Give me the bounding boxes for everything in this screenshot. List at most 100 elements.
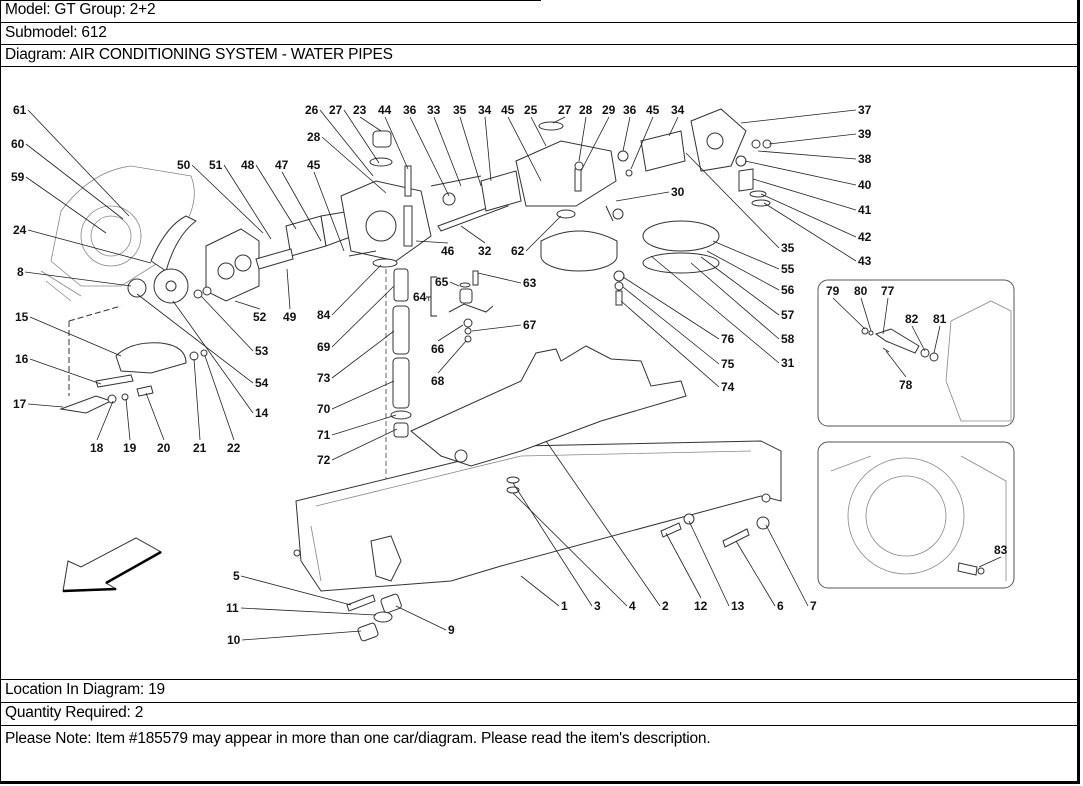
- leader-line-12: [665, 532, 702, 599]
- leader-line-35: [459, 116, 482, 187]
- callout-label-14: 14: [255, 406, 269, 420]
- callout-label-51: 51: [209, 158, 223, 172]
- leader-line-40: [744, 160, 857, 186]
- leader-line-52: [234, 300, 261, 310]
- callout-label-83: 83: [994, 543, 1008, 557]
- pickup-assembly: [59, 305, 208, 414]
- leader-line-74: [620, 300, 720, 388]
- leader-line-78: [885, 350, 907, 378]
- callout-label-64: 64: [413, 290, 427, 304]
- leader-line-16: [29, 358, 102, 385]
- note-row: Please Note: Item #185579 may appear in …: [1, 725, 1077, 784]
- leader-line-34: [668, 116, 679, 137]
- submodel-row: Submodel: 612: [1, 22, 1077, 44]
- leader-line-6: [735, 540, 776, 607]
- callout-label-34: 34: [671, 103, 685, 117]
- callout-label-60: 60: [11, 137, 25, 151]
- parts-diagram-drawing: 6160592481516171819202122145453524950514…: [11, 103, 1015, 647]
- leader-line-17: [27, 403, 64, 408]
- leader-line-48: [255, 164, 297, 230]
- callout-label-30: 30: [671, 185, 685, 199]
- callout-label-82: 82: [905, 312, 919, 326]
- callout-label-65: 65: [435, 275, 449, 289]
- leader-line-19: [125, 398, 131, 441]
- callout-label-20: 20: [157, 441, 171, 455]
- callout-label-63: 63: [523, 276, 537, 290]
- callout-label-36: 36: [623, 103, 637, 117]
- leader-line-51: [223, 164, 272, 240]
- leader-line-27: [343, 109, 380, 164]
- leader-line-8: [24, 271, 132, 287]
- note-text: Please Note: Item #185579 may appear in …: [5, 730, 711, 747]
- leader-line-83: [978, 556, 1002, 568]
- leader-line-25: [530, 116, 547, 147]
- leader-line-18: [96, 400, 114, 441]
- callout-label-43: 43: [858, 254, 872, 268]
- leader-line-31: [650, 255, 780, 364]
- callout-label-38: 38: [858, 152, 872, 166]
- callout-label-59: 59: [11, 170, 25, 184]
- callout-label-13: 13: [731, 599, 745, 613]
- callout-label-54: 54: [255, 376, 269, 390]
- leader-line-13: [688, 520, 730, 607]
- callout-label-81: 81: [933, 312, 947, 326]
- model-row: Model: GT Group: 2+2: [1, 0, 1077, 22]
- callout-label-61: 61: [13, 103, 27, 117]
- inset-detail-upper: [817, 279, 1015, 427]
- leader-line-33: [433, 116, 462, 187]
- oil-pan: [293, 345, 782, 592]
- leader-line-45: [313, 171, 345, 252]
- leader-line-47: [281, 171, 322, 242]
- leader-line-76: [622, 276, 720, 340]
- top-border: [1, 0, 541, 1]
- leader-line-38: [757, 150, 857, 160]
- callout-label-49: 49: [283, 310, 297, 324]
- callout-label-5: 5: [233, 569, 240, 583]
- leader-line-42: [760, 193, 857, 238]
- leader-line-82: [911, 325, 926, 352]
- drain-plug-parts: [346, 593, 402, 642]
- leader-line-80: [860, 297, 872, 332]
- leader-line-57: [700, 256, 780, 316]
- callout-label-28: 28: [307, 130, 321, 144]
- callout-label-45: 45: [501, 103, 515, 117]
- callout-label-62: 62: [511, 244, 525, 258]
- leader-line-67: [471, 324, 522, 332]
- leader-line-63: [477, 272, 522, 284]
- leader-line-1: [520, 575, 560, 607]
- callout-label-9: 9: [448, 623, 455, 637]
- leader-line-50: [191, 164, 264, 234]
- leader-line-58: [690, 262, 780, 340]
- leader-line-34: [484, 116, 492, 182]
- leader-line-45: [630, 116, 654, 170]
- leader-line-7: [765, 524, 809, 607]
- leader-line-69: [331, 285, 395, 348]
- leader-line-64: [427, 296, 430, 302]
- pump-gear-left: [255, 210, 354, 270]
- leader-line-20: [145, 392, 165, 441]
- leader-line-61: [27, 109, 130, 217]
- callout-label-19: 19: [123, 441, 137, 455]
- callout-label-27: 27: [329, 103, 343, 117]
- callout-label-39: 39: [858, 127, 872, 141]
- callout-label-16: 16: [15, 352, 29, 366]
- callout-label-25: 25: [524, 103, 538, 117]
- diagram-title-row: Diagram: AIR CONDITIONING SYSTEM - WATER…: [1, 44, 1077, 66]
- arrow-down-left-icon: [62, 537, 163, 593]
- callout-label-77: 77: [881, 284, 895, 298]
- callout-label-27: 27: [558, 103, 572, 117]
- location-text: Location In Diagram: 19: [5, 681, 165, 698]
- leader-line-24: [27, 229, 152, 264]
- callout-label-47: 47: [275, 158, 289, 172]
- leader-line-70: [331, 380, 395, 410]
- callout-label-21: 21: [193, 441, 207, 455]
- drain-bolts: [660, 513, 770, 548]
- relief-valve-stack: [372, 258, 412, 491]
- callout-label-74: 74: [721, 380, 735, 394]
- leader-line-72: [331, 428, 398, 461]
- quantity-text: Quantity Required: 2: [5, 704, 144, 721]
- leader-line-73: [331, 330, 395, 379]
- callout-label-4: 4: [629, 599, 636, 613]
